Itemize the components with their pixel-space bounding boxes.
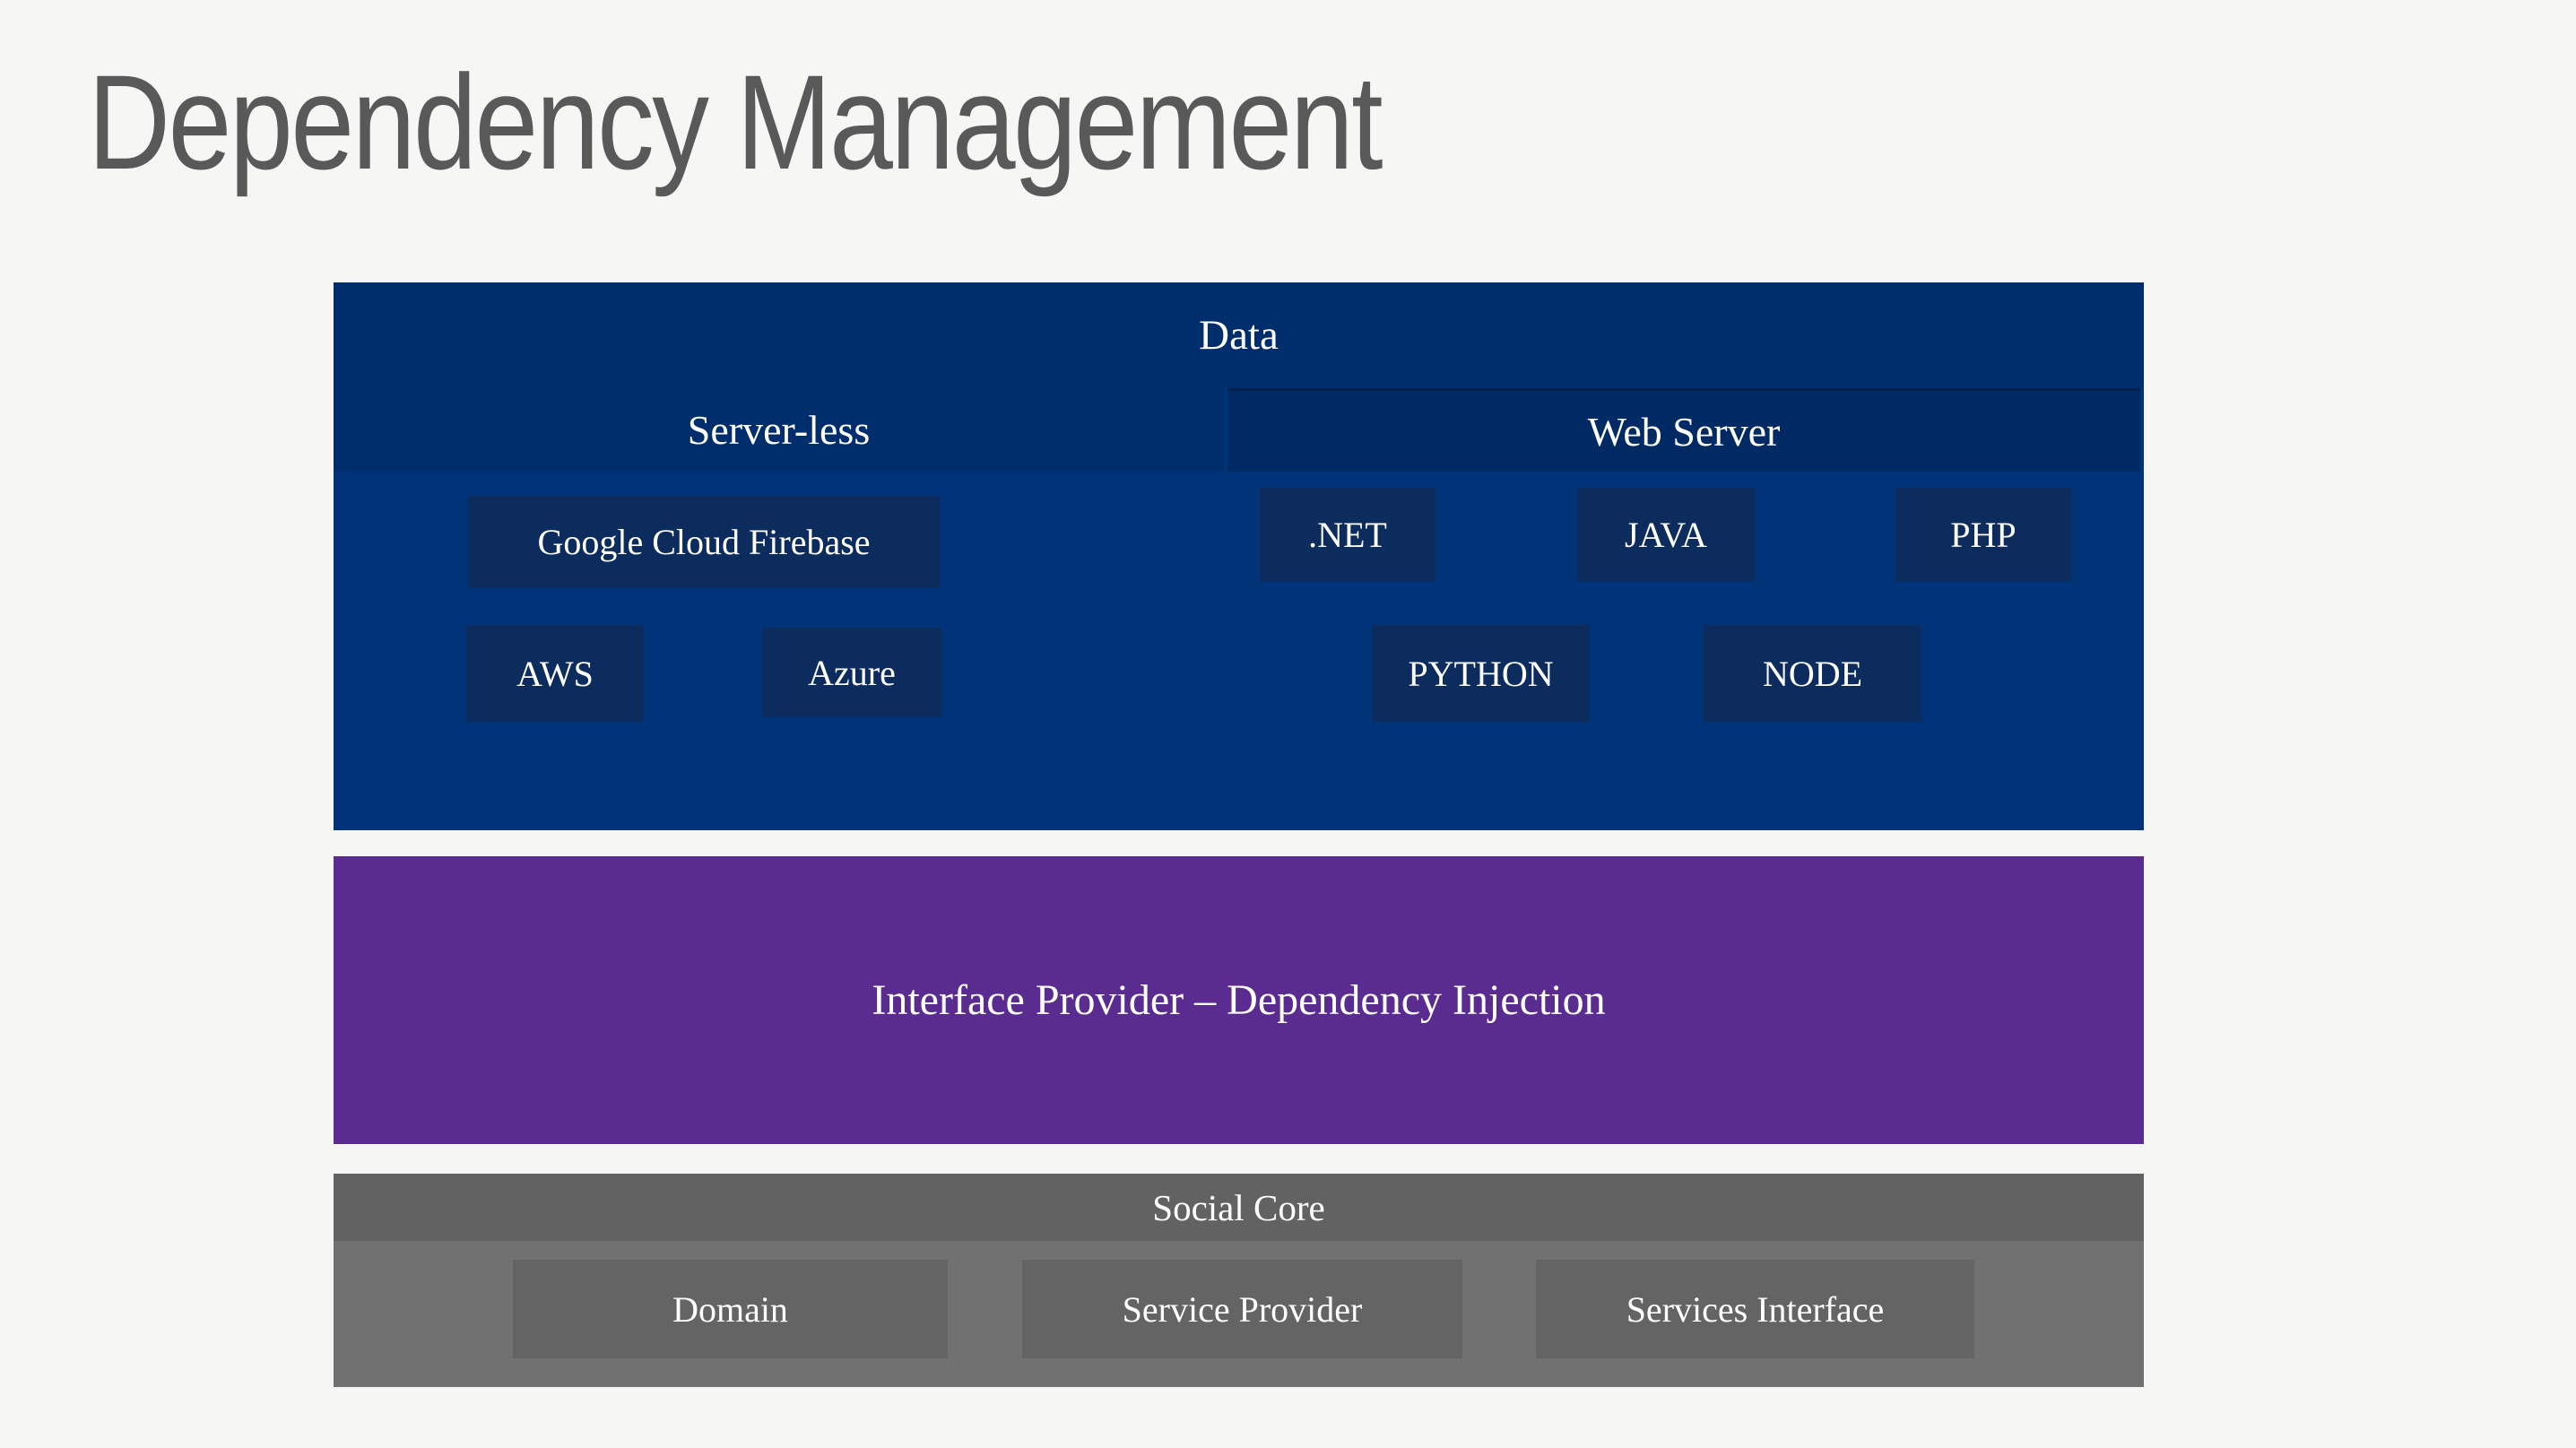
interface-provider-bar: Interface Provider – Dependency Injectio… (334, 856, 2144, 1144)
box-aws: AWS (466, 625, 644, 722)
box-dotnet: .NET (1260, 488, 1435, 582)
slide-title: Dependency Management (88, 47, 1383, 197)
social-core-header: Social Core (334, 1174, 2144, 1241)
serverless-column-header: Server-less (334, 388, 1224, 472)
box-google-cloud-firebase: Google Cloud Firebase (468, 496, 940, 588)
social-core-section: Social Core Domain Service Provider Serv… (334, 1174, 2144, 1387)
box-node: NODE (1704, 625, 1921, 722)
webserver-column-label: Web Server (1587, 408, 1781, 455)
serverless-column-label: Server-less (687, 407, 871, 453)
interface-provider-label: Interface Provider – Dependency Injectio… (872, 976, 1606, 1024)
data-layer-section: Data Server-less Web Server Google Cloud… (334, 282, 2144, 830)
data-layer-subheader-row: Server-less Web Server (334, 388, 2144, 472)
box-azure: Azure (762, 628, 941, 717)
social-core-title: Social Core (1152, 1186, 1325, 1228)
webserver-column-header: Web Server (1227, 388, 2140, 472)
data-layer-header: Data (334, 282, 2144, 388)
box-python: PYTHON (1372, 625, 1590, 722)
box-java: JAVA (1577, 488, 1755, 582)
box-services-interface: Services Interface (1536, 1260, 1974, 1358)
box-domain: Domain (513, 1260, 948, 1358)
data-layer-title: Data (1199, 312, 1279, 359)
box-service-provider: Service Provider (1022, 1260, 1462, 1358)
box-php: PHP (1895, 488, 2071, 582)
